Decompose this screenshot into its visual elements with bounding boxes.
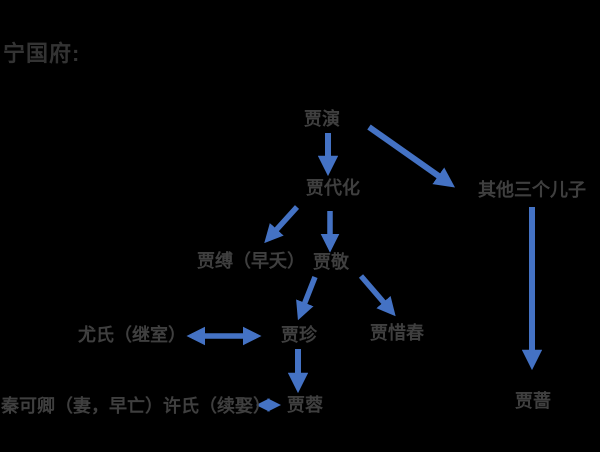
arrow-jiadaihua-to-jiafu — [264, 205, 300, 244]
node-jia-zhen: 贾珍 — [281, 325, 317, 345]
node-qin-keqing-xu-shi: 秦可卿（妻，早亡）许氏（续娶） — [1, 396, 271, 416]
diagram-title: 宁国府: — [3, 41, 81, 66]
node-jia-rong: 贾蓉 — [287, 395, 323, 415]
node-jia-fu-died-young: 贾缚（早夭） — [197, 251, 305, 271]
arrow-jiajing-to-jiazhen — [296, 275, 318, 321]
arrow-jiajing-to-jiaxichun — [358, 274, 396, 317]
node-other-three-sons: 其他三个儿子 — [478, 180, 586, 200]
node-jia-jing: 贾敬 — [313, 252, 349, 272]
node-jia-yan: 贾演 — [304, 109, 340, 129]
node-jia-xichun: 贾惜春 — [370, 323, 424, 343]
node-jia-qiang: 贾蔷 — [515, 391, 551, 411]
node-you-shi-second-wife: 尤氏（继室） — [78, 325, 186, 345]
arrow-jiayan-to-other-sons — [367, 124, 456, 188]
node-jia-daihua: 贾代化 — [306, 178, 360, 198]
